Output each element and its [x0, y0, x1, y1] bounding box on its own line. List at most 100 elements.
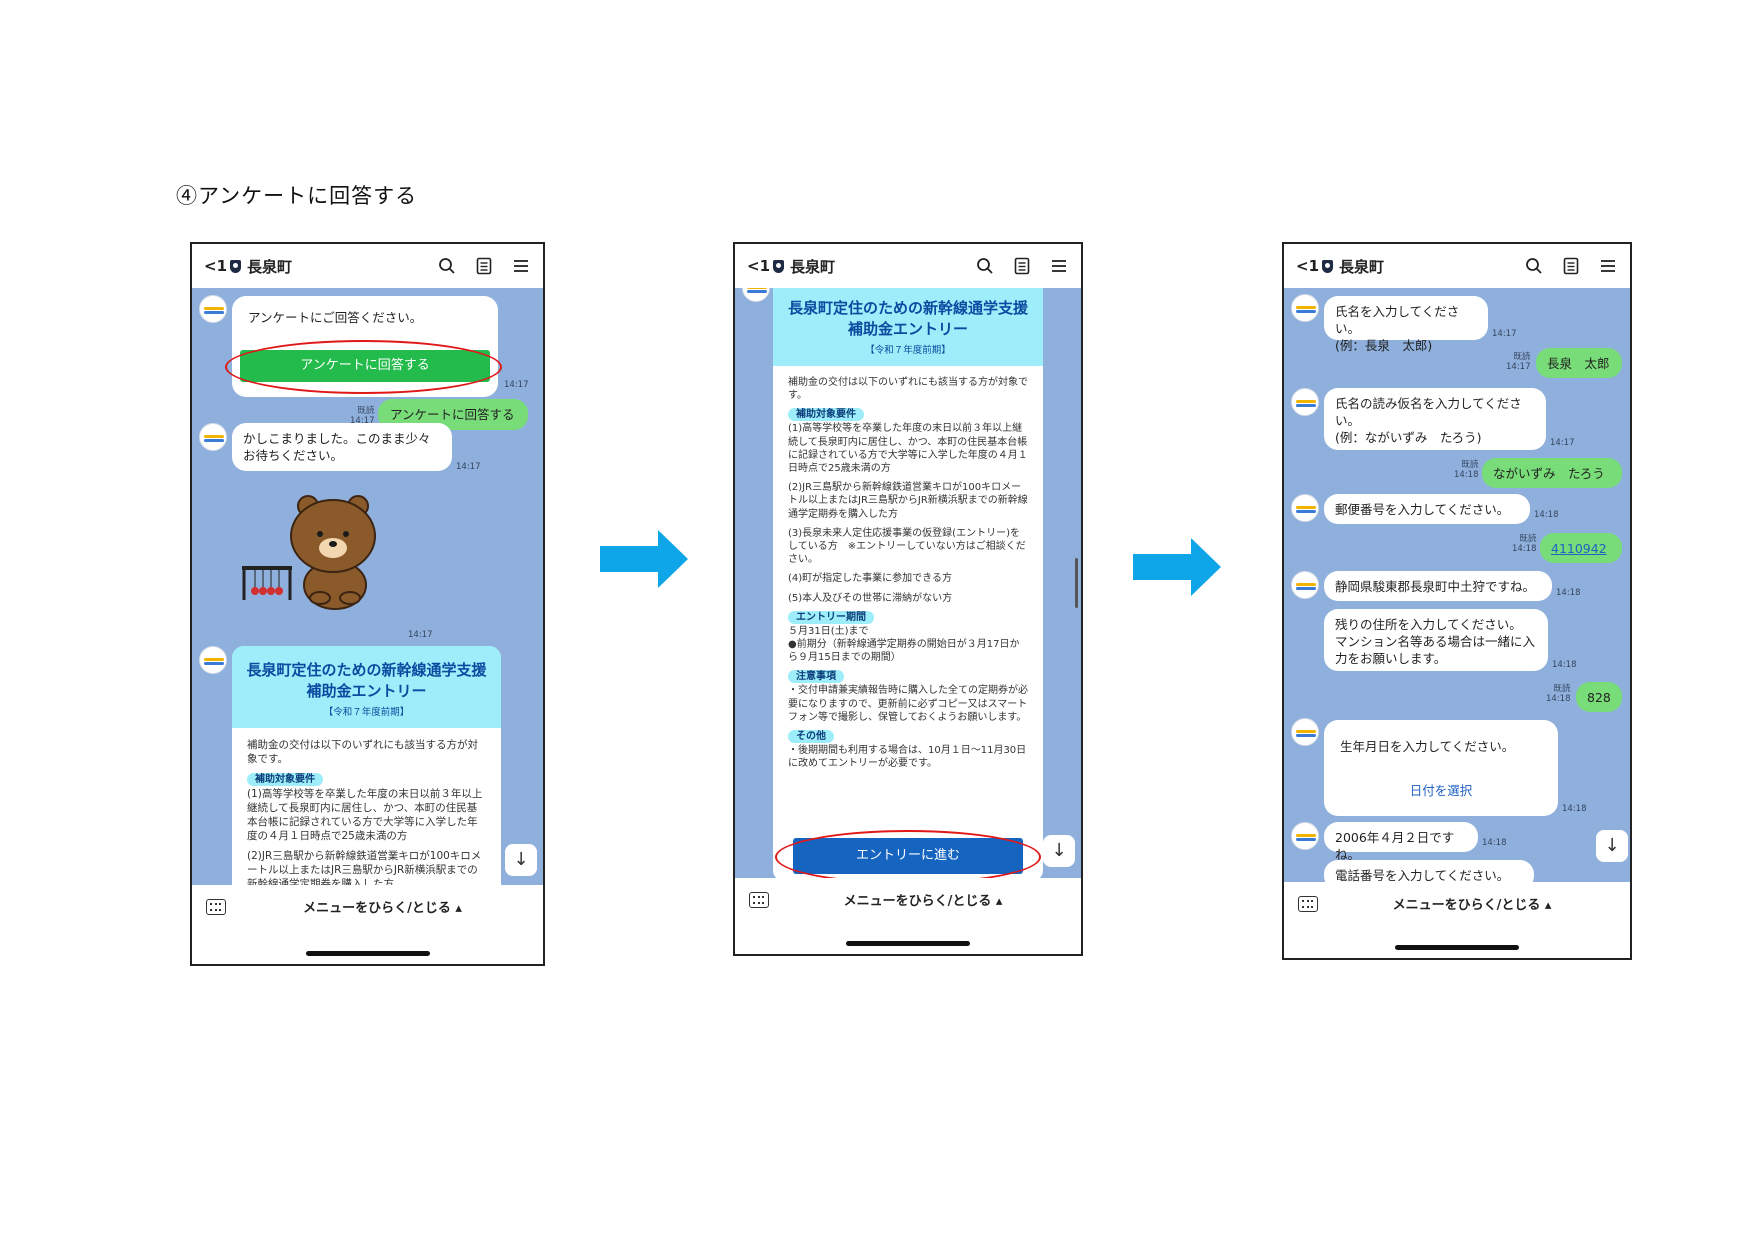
down-arrow-icon: ↓ [1051, 840, 1067, 861]
requirement-4: (4)町が指定した事業に参加できる方 [788, 573, 952, 585]
shield-icon [230, 259, 241, 273]
search-icon[interactable] [437, 256, 457, 276]
requirement-3: (3)長泉未来人定住応援事業の仮登録(エントリー)をしている方 ※エントリーして… [788, 527, 1026, 566]
back-button[interactable]: <1 [747, 257, 771, 275]
question-birthdate: 生年月日を入力してください。 [1340, 739, 1515, 754]
home-indicator [305, 951, 430, 956]
card-title: 長泉町定住のための新幹線通学支援補助金エントリー [787, 299, 1028, 338]
entry-info-card: 長泉町定住のための新幹線通学支援補助金エントリー 【令和７年度前期】 補助金の交… [232, 646, 501, 885]
question-name: 氏名を入力してください。 (例：長泉 太郎) [1324, 296, 1488, 353]
scroll-down-button[interactable]: ↓ [1043, 835, 1075, 867]
back-button[interactable]: <1 [1296, 257, 1320, 275]
card-subtitle: 【令和７年度前期】 [865, 345, 951, 356]
birthdate-card: 生年月日を入力してください。 日付を選択 [1324, 720, 1558, 816]
scroll-down-button[interactable]: ↓ [505, 844, 537, 876]
highlight-ring [225, 340, 502, 394]
bot-avatar [199, 423, 227, 451]
shield-icon [773, 259, 784, 273]
keyboard-icon[interactable] [749, 892, 769, 908]
entry-info-card: 長泉町定住のための新幹線通学支援補助金エントリー 【令和７年度前期】 補助金の交… [773, 288, 1043, 878]
bot-avatar [1291, 718, 1319, 746]
bot-avatar [1291, 822, 1319, 850]
down-arrow-icon: ↓ [513, 849, 529, 870]
question-phone-partial: 電話番号を入力してください。 [1324, 860, 1534, 882]
answer-kana: ながいずみ たろう [1482, 458, 1622, 488]
timestamp: 14:17 [408, 630, 433, 640]
chat-title: 長泉町 [247, 257, 293, 276]
menu-toggle[interactable]: メニューをひらく/とじる ▴ [303, 901, 462, 916]
requirement-1: (1)高等学校等を卒業した年度の末日以前３年以上継続して長泉町内に居住し、かつ、… [247, 788, 483, 842]
scrollbar[interactable] [1075, 558, 1078, 608]
bot-avatar [1291, 494, 1319, 522]
question-zip: 郵便番号を入力してください。 [1324, 494, 1530, 524]
phone-screen-survey: <1 長泉町 アンケートにご回答ください。 アンケートに回答する 14:17 既… [190, 242, 545, 966]
requirement-1: (1)高等学校等を卒業した年度の末日以前３年以上継続して長泉町内に居住し、かつ、… [788, 423, 1028, 475]
phone-screen-entry: <1 長泉町 長泉町定住のための新幹線通学支援補助金エントリー 【令和７年度前期… [733, 242, 1083, 956]
card-body: 補助金の交付は以下のいずれにも該当する方が対象です。 補助対象要件 (1)高等学… [232, 728, 501, 885]
keyboard-icon[interactable] [206, 899, 226, 915]
address-confirm: 静岡県駿東郡長泉町中土狩ですね。 [1324, 571, 1552, 601]
notes-icon[interactable] [474, 256, 494, 276]
bot-avatar [1291, 571, 1319, 599]
flow-arrow-icon [600, 530, 688, 588]
notes-icon[interactable] [1012, 256, 1032, 276]
survey-prompt-text: アンケートにご回答ください。 [248, 310, 423, 325]
timestamp: 14:17 [456, 462, 481, 472]
back-chevron-icon: < [1296, 257, 1309, 275]
bear-sticker [240, 488, 385, 613]
back-button[interactable]: <1 [204, 257, 228, 275]
requirements-tag: 補助対象要件 [247, 773, 323, 786]
step-heading: ④アンケートに回答する [176, 184, 418, 208]
footer-bar: メニューをひらく/とじる ▴ [192, 885, 543, 964]
notes-text: ・交付申請兼実績報告時に購入した全ての定期券が必要になりますので、更新前に必ずコ… [788, 685, 1028, 723]
notes-tag: 注意事項 [788, 670, 844, 684]
timestamp: 14:17 [1492, 329, 1517, 339]
card-intro: 補助金の交付は以下のいずれにも該当する方が対象です。 [788, 377, 1028, 402]
menu-icon[interactable] [1598, 256, 1618, 276]
search-icon[interactable] [975, 256, 995, 276]
zip-link[interactable]: 4110942 [1551, 541, 1607, 556]
card-header: 長泉町定住のための新幹線通学支援補助金エントリー 【令和７年度前期】 [232, 646, 501, 728]
chat-area[interactable]: 長泉町定住のための新幹線通学支援補助金エントリー 【令和７年度前期】 補助金の交… [735, 288, 1081, 878]
timestamp: 14:18 [1534, 510, 1559, 520]
other-tag: その他 [788, 730, 834, 744]
select-date-button[interactable]: 日付を選択 [1409, 783, 1473, 798]
answer-name: 長泉 太郎 [1536, 348, 1622, 378]
menu-toggle[interactable]: メニューをひらく/とじる ▴ [843, 894, 1003, 909]
flow-arrow-icon [1133, 538, 1221, 596]
back-chevron-icon: < [204, 257, 217, 275]
highlight-ring [775, 830, 1041, 878]
period-detail: ●前期分（新幹線通学定期券の開始日が３月17日から９月15日までの期間） [788, 639, 1020, 664]
bot-avatar [1291, 294, 1319, 322]
timestamp: 14:17 [1550, 438, 1575, 448]
back-chevron-icon: < [747, 257, 760, 275]
chat-header: <1 長泉町 [735, 244, 1081, 288]
question-kana: 氏名の読み仮名を入力してください。 (例：ながいずみ たろう) [1324, 388, 1546, 450]
menu-toggle[interactable]: メニューをひらく/とじる ▴ [1392, 898, 1552, 913]
timestamp: 14:18 [1556, 588, 1581, 598]
notes-icon[interactable] [1561, 256, 1581, 276]
question-address: 残りの住所を入力してください。 マンション名等ある場合は一緒に入力をお願いします… [1324, 609, 1548, 671]
card-title: 長泉町定住のための新幹線通学支援補助金エントリー [246, 661, 487, 700]
bot-avatar [742, 288, 770, 302]
footer-bar: メニューをひらく/とじる ▴ [1284, 882, 1630, 958]
bot-avatar [1291, 388, 1319, 416]
shield-icon [1322, 259, 1333, 273]
search-icon[interactable] [1524, 256, 1544, 276]
menu-icon[interactable] [511, 256, 531, 276]
chat-title: 長泉町 [790, 257, 836, 276]
answer-address: 828 [1576, 682, 1622, 712]
card-subtitle: 【令和７年度前期】 [323, 707, 410, 718]
timestamp: 14:18 [1482, 838, 1507, 848]
menu-icon[interactable] [1049, 256, 1069, 276]
requirements-tag: 補助対象要件 [788, 408, 864, 422]
keyboard-icon[interactable] [1298, 896, 1318, 912]
scroll-down-button[interactable]: ↓ [1596, 830, 1628, 862]
